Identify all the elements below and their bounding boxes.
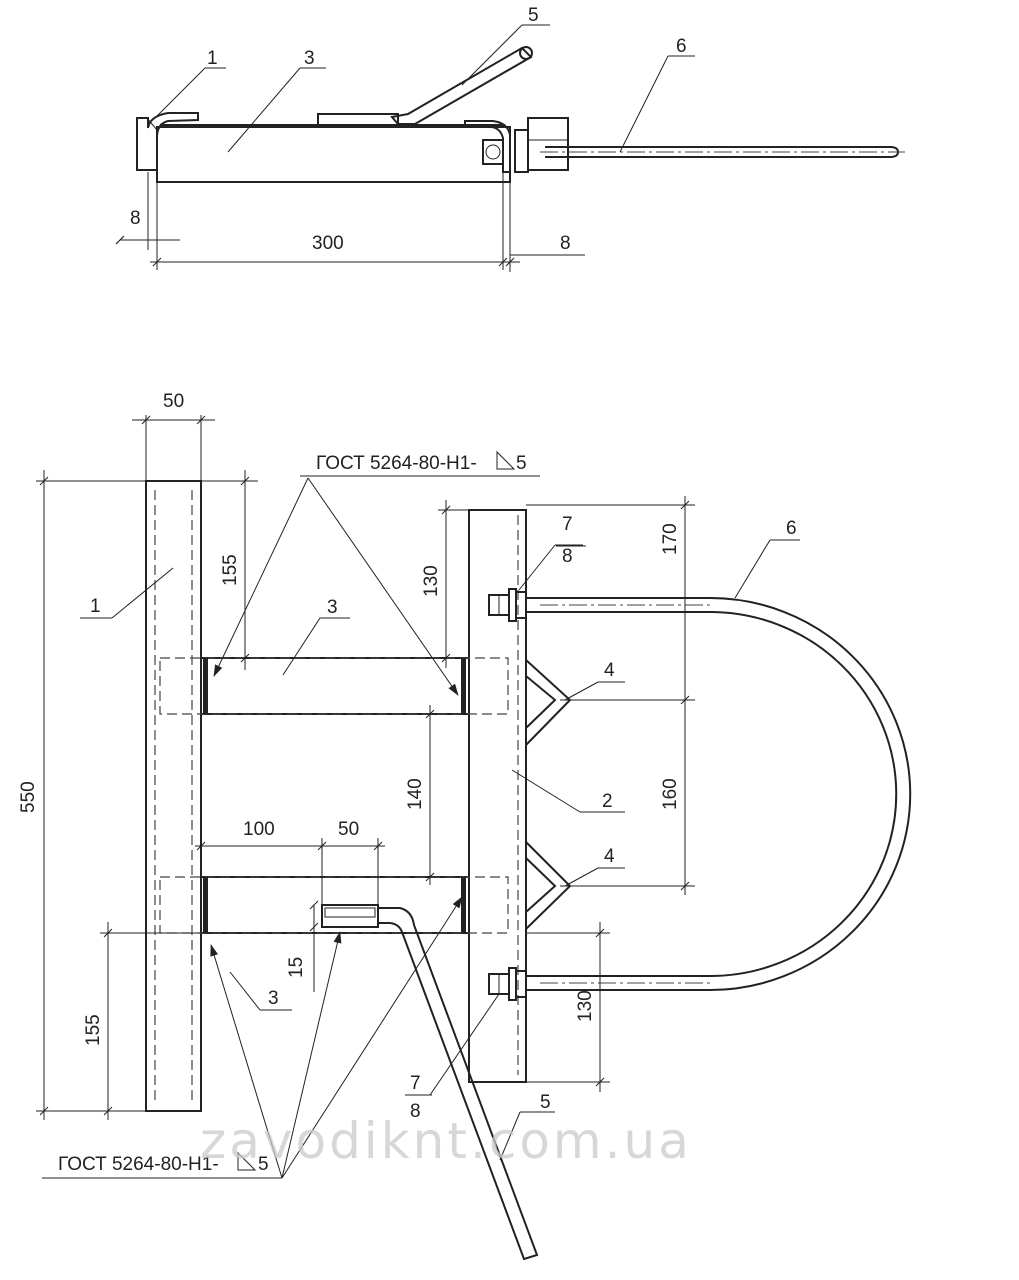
plate-2 [468, 509, 527, 1083]
post-1 [145, 480, 202, 1112]
callout-nut-8-bottom: 8 [410, 1101, 421, 1122]
callout-bar-3-bottom: 3 [268, 988, 279, 1009]
callout-plate-2: 2 [602, 791, 613, 812]
dim-post-width: 50 [163, 391, 184, 412]
callout-washer-7-bottom: 7 [410, 1073, 421, 1094]
handle-5-rod [378, 907, 539, 1261]
ubolt-6-outer [526, 597, 912, 991]
front-view: 50 550 155 155 130 140 170 160 [18, 391, 912, 1261]
top-left-hook [136, 112, 199, 171]
weld-note-bottom: ГОСТ 5264-80-Н1- [58, 1154, 219, 1175]
callout-washer-7-top: 7 [562, 514, 573, 535]
dim-right-gap: 8 [560, 233, 571, 254]
weld-note-bottom-leg: 5 [258, 1154, 269, 1175]
watermark: zavodiknt.com.ua [200, 1112, 692, 1170]
dim-bottom-offset: 155 [83, 1014, 104, 1046]
top-handle-end [519, 46, 533, 60]
top-view: 8 300 8 1 3 5 6 [115, 5, 905, 272]
top-handle-base [317, 113, 399, 126]
dim-handle-offset: 15 [286, 957, 307, 978]
top-nut [482, 139, 504, 165]
dim-total-height: 550 [18, 781, 39, 813]
callout-top-5: 5 [528, 5, 539, 26]
dim-top-offset: 155 [220, 554, 241, 586]
dim-plate-top: 130 [421, 565, 442, 597]
callout-post-1: 1 [90, 596, 101, 617]
callout-bar-3-top: 3 [327, 597, 338, 618]
washer-bottom [508, 967, 517, 1001]
weld-note-top: ГОСТ 5264-80-Н1- [316, 453, 477, 474]
top-handle-rod [390, 46, 533, 125]
callout-top-6: 6 [676, 36, 687, 57]
callout-handle-5: 5 [540, 1092, 551, 1113]
callout-top-1: 1 [207, 48, 218, 69]
gusset-4-top [525, 659, 572, 746]
top-clamp-plate [514, 129, 529, 173]
washer-top [508, 588, 517, 622]
dim-length: 300 [312, 233, 344, 254]
callout-gusset-4-top: 4 [604, 660, 615, 681]
top-bar-body [156, 126, 511, 183]
dim-plate-bottom: 130 [575, 990, 596, 1022]
dim-bolt-top: 170 [660, 523, 681, 555]
dim-brace-gap: 140 [405, 778, 426, 810]
callout-nut-8-top: 8 [562, 546, 573, 567]
ubolt-6-inner [526, 611, 898, 977]
callout-gusset-4-bottom: 4 [604, 846, 615, 867]
weld-note-top-leg: 5 [516, 453, 527, 474]
dim-handle-pos: 100 [243, 819, 275, 840]
bar-3-top [200, 657, 470, 715]
callout-top-3: 3 [304, 48, 315, 69]
dim-left-gap: 8 [130, 208, 141, 229]
handle-base [321, 904, 379, 928]
dim-bolt-spacing: 160 [660, 778, 681, 810]
top-clamp-block [527, 117, 569, 171]
callout-ubolt-6: 6 [786, 518, 797, 539]
dim-handle-width: 50 [338, 819, 359, 840]
